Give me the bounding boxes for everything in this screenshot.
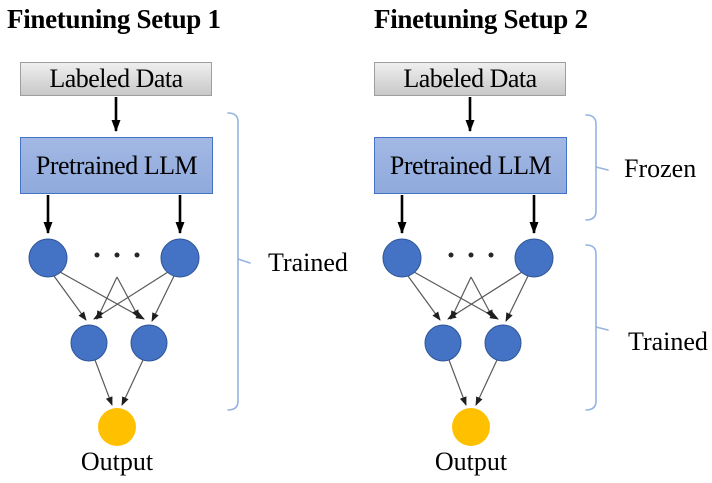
setup1-pretrained-llm-box: Pretrained LLM	[20, 137, 213, 194]
setup2-pretrained-llm-box: Pretrained LLM	[374, 137, 567, 194]
trained-bracket-setup1	[227, 112, 251, 411]
setup2-output-label: Output	[434, 447, 508, 476]
frozen-bracket-setup2	[585, 114, 609, 221]
setup1-trained-label: Trained	[268, 248, 348, 277]
setup2-frozen-label: Frozen	[624, 154, 697, 183]
setup1-title: Finetuning Setup 1	[7, 4, 221, 34]
setup2-title: Finetuning Setup 2	[374, 4, 588, 34]
setup2-trained-label: Trained	[628, 327, 708, 356]
trained-bracket-setup2	[585, 244, 609, 411]
setup1-labeled-data-box: Labeled Data	[20, 62, 212, 96]
setup2-labeled-data-box: Labeled Data	[374, 62, 566, 96]
setup1-output-label: Output	[80, 447, 154, 476]
